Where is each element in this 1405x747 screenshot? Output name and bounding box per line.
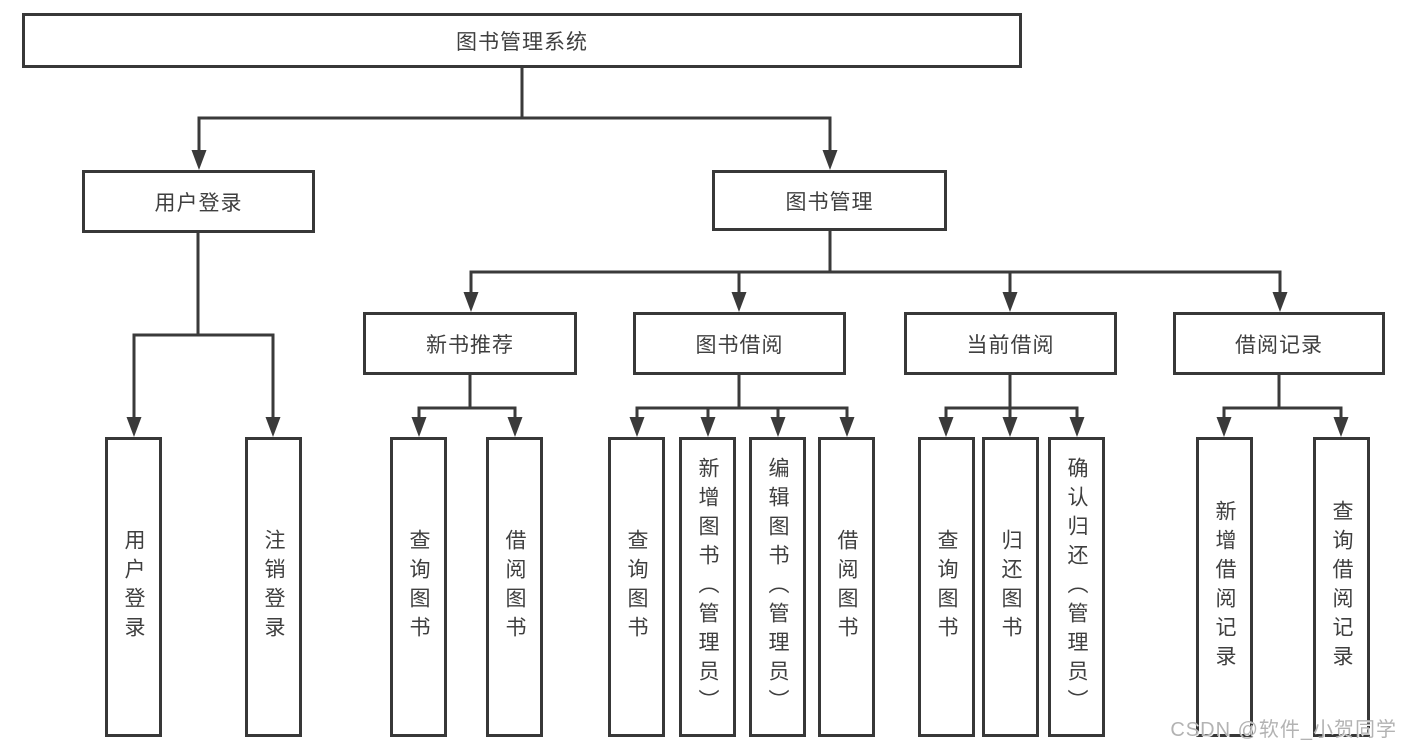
leaf-borrow-books-borrowing: 借阅图书	[818, 437, 875, 737]
node-current-borrowing: 当前借阅	[904, 312, 1117, 375]
node-library-management-system: 图书管理系统	[22, 13, 1022, 68]
leaf-return-books: 归还图书	[982, 437, 1039, 737]
leaf-query-books-recommend: 查询图书	[390, 437, 447, 737]
leaf-add-borrow-record: 新增借阅记录	[1196, 437, 1253, 737]
leaf-logout-login: 注销登录	[245, 437, 302, 737]
leaf-borrow-books-recommend: 借阅图书	[486, 437, 543, 737]
leaf-add-books-admin: 新增图书（管理员）	[679, 437, 736, 737]
leaf-query-books-borrowing: 查询图书	[608, 437, 665, 737]
node-book-management: 图书管理	[712, 170, 947, 231]
leaf-confirm-return-admin: 确认归还（管理员）	[1048, 437, 1105, 737]
node-book-borrowing: 图书借阅	[633, 312, 846, 375]
csdn-watermark: CSDN @软件_小贺同学	[1170, 719, 1397, 741]
leaf-edit-books-admin: 编辑图书（管理员）	[749, 437, 806, 737]
leaf-query-books-current: 查询图书	[918, 437, 975, 737]
node-new-book-recommend: 新书推荐	[363, 312, 577, 375]
leaf-query-borrow-record: 查询借阅记录	[1313, 437, 1370, 737]
node-borrow-records: 借阅记录	[1173, 312, 1385, 375]
node-user-login: 用户登录	[82, 170, 315, 233]
leaf-user-login: 用户登录	[105, 437, 162, 737]
